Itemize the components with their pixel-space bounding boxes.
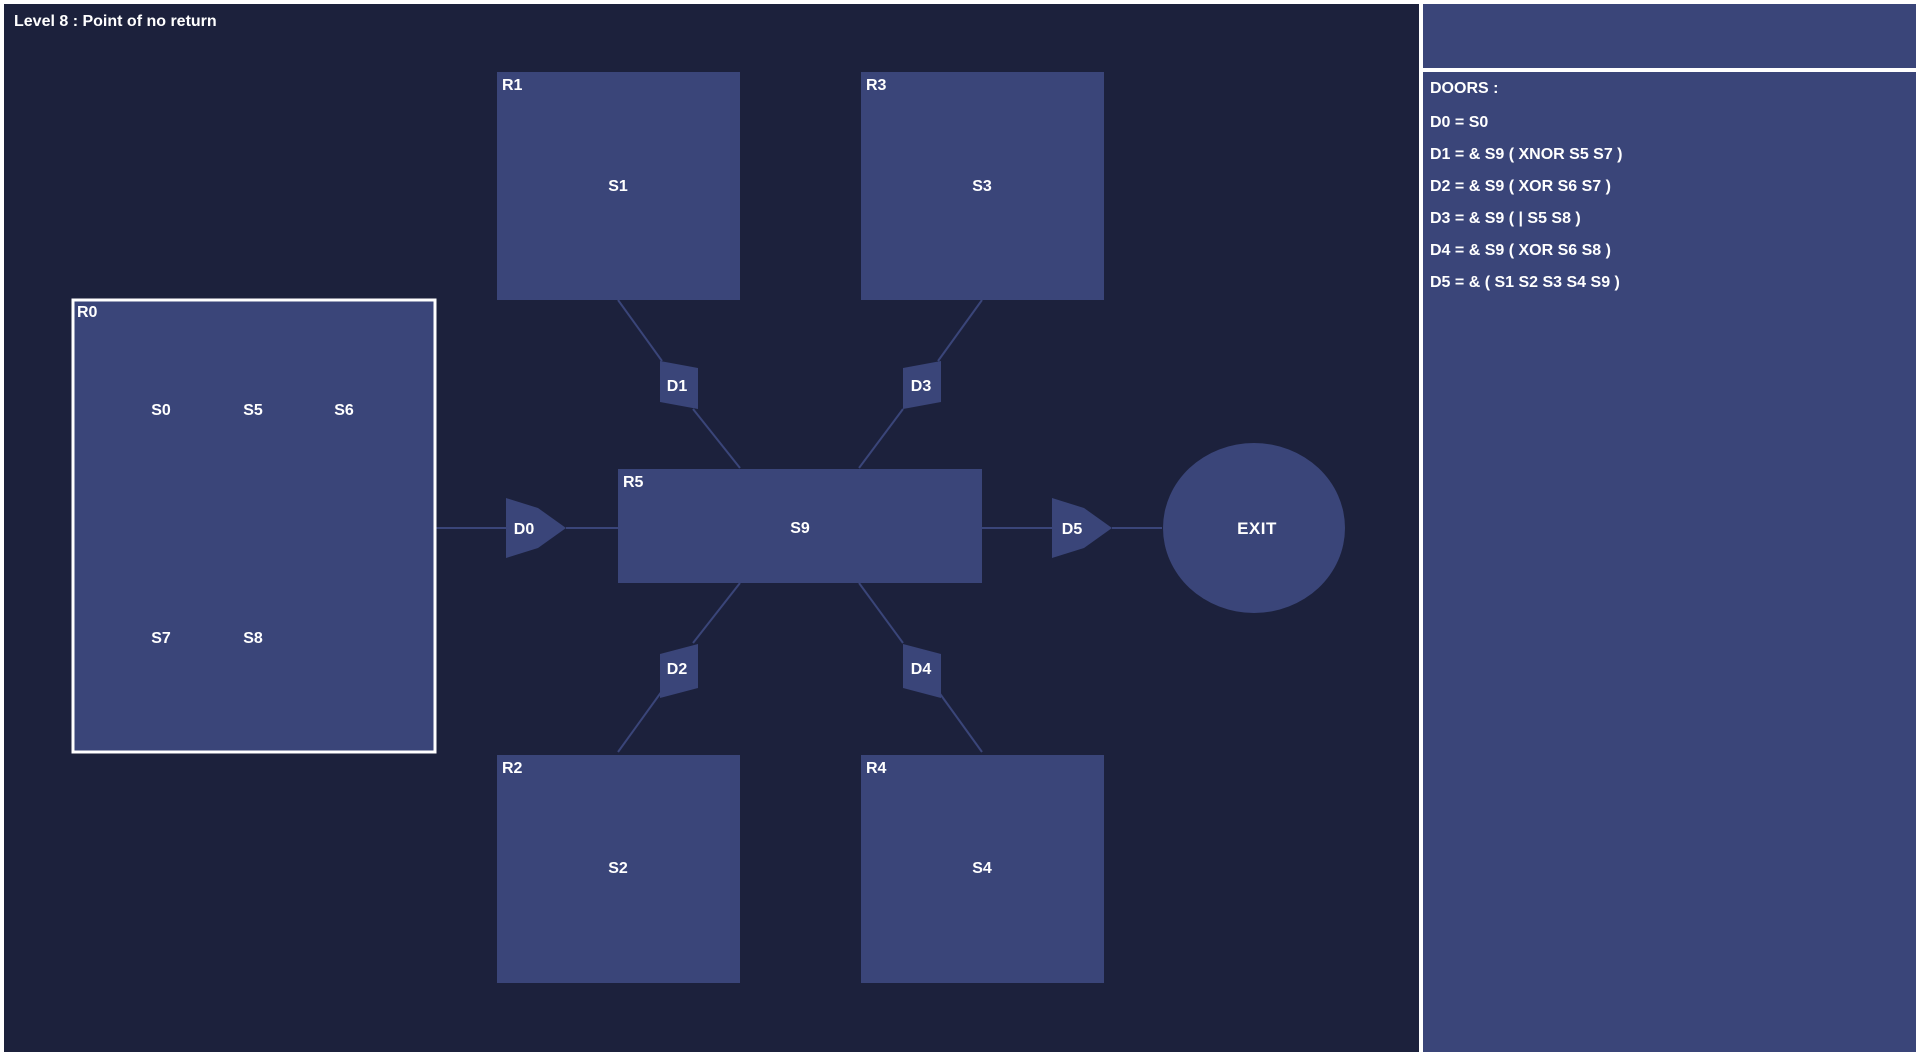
connector-d2-r2	[617, 690, 663, 753]
door-d0: D0	[506, 498, 566, 558]
door-expression-d4: D4 = & S9 ( XOR S6 S8 )	[1430, 242, 1611, 259]
doors-panel: DOORS : D0 = S0 D1 = & S9 ( XNOR S5 S7 )…	[1423, 72, 1916, 1052]
door-expression-d3: D3 = & S9 ( | S5 S8 )	[1430, 210, 1581, 227]
room-label-r1: R1	[502, 77, 523, 94]
door-d3: D3	[903, 361, 941, 409]
room-label-r4: R4	[866, 760, 887, 777]
switch-s4[interactable]: S4	[972, 860, 992, 877]
switch-s8[interactable]: S8	[243, 630, 263, 647]
connector-d4-r4	[937, 690, 983, 753]
door-label-d0: D0	[514, 521, 535, 538]
door-expression-d2: D2 = & S9 ( XOR S6 S7 )	[1430, 178, 1611, 195]
switch-s2[interactable]: S2	[608, 860, 628, 877]
door-expression-d0: D0 = S0	[1430, 114, 1489, 131]
room-r5[interactable]: R5 S9	[618, 469, 982, 583]
connector-d3-r5	[858, 408, 904, 469]
room-r4[interactable]: R4 S4	[861, 755, 1104, 983]
room-r0[interactable]: R0 S0 S5 S6 S7 S8	[71, 298, 437, 754]
switch-s7[interactable]: S7	[151, 630, 171, 647]
door-label-d1: D1	[667, 378, 688, 395]
exit-label: EXIT	[1237, 519, 1277, 538]
connector-d1-r5	[692, 408, 741, 469]
status-panel	[1423, 4, 1916, 68]
doors-panel-title: DOORS :	[1430, 80, 1499, 97]
room-label-r2: R2	[502, 760, 523, 777]
door-label-d2: D2	[667, 661, 688, 678]
door-label-d3: D3	[911, 378, 932, 395]
level-map: R0 S0 S5 S6 S7 S8 R1 S1 R2 S2 R3 S3 R4 S…	[71, 72, 1345, 983]
room-label-r5: R5	[623, 474, 644, 491]
room-r1[interactable]: R1 S1	[497, 72, 740, 300]
door-label-d5: D5	[1062, 521, 1083, 538]
door-d1: D1	[660, 361, 698, 409]
connector-r5-d2	[692, 582, 741, 644]
room-label-r3: R3	[866, 77, 887, 94]
room-r3[interactable]: R3 S3	[861, 72, 1104, 300]
door-expression-d5: D5 = & ( S1 S2 S3 S4 S9 )	[1430, 274, 1620, 291]
switch-s6[interactable]: S6	[334, 402, 354, 419]
door-label-d4: D4	[911, 661, 932, 678]
connector-r5-d4	[858, 582, 904, 644]
switch-s3[interactable]: S3	[972, 178, 992, 195]
switch-s9[interactable]: S9	[790, 520, 810, 537]
switch-s5[interactable]: S5	[243, 402, 263, 419]
connector-r3-d3	[937, 299, 983, 362]
switch-s0[interactable]: S0	[151, 402, 171, 419]
connector-r1-d1	[617, 299, 663, 362]
switch-s1[interactable]: S1	[608, 178, 628, 195]
door-d4: D4	[903, 644, 941, 698]
door-d5: D5	[1052, 498, 1112, 558]
door-d2: D2	[660, 644, 698, 698]
room-r2[interactable]: R2 S2	[497, 755, 740, 983]
exit-room[interactable]: EXIT	[1163, 443, 1345, 613]
room-label-r0: R0	[77, 304, 98, 321]
level-title: Level 8 : Point of no return	[14, 13, 217, 30]
door-expression-d1: D1 = & S9 ( XNOR S5 S7 )	[1430, 146, 1623, 163]
game-map-area: R0 S0 S5 S6 S7 S8 R1 S1 R2 S2 R3 S3 R4 S…	[4, 4, 1419, 1052]
